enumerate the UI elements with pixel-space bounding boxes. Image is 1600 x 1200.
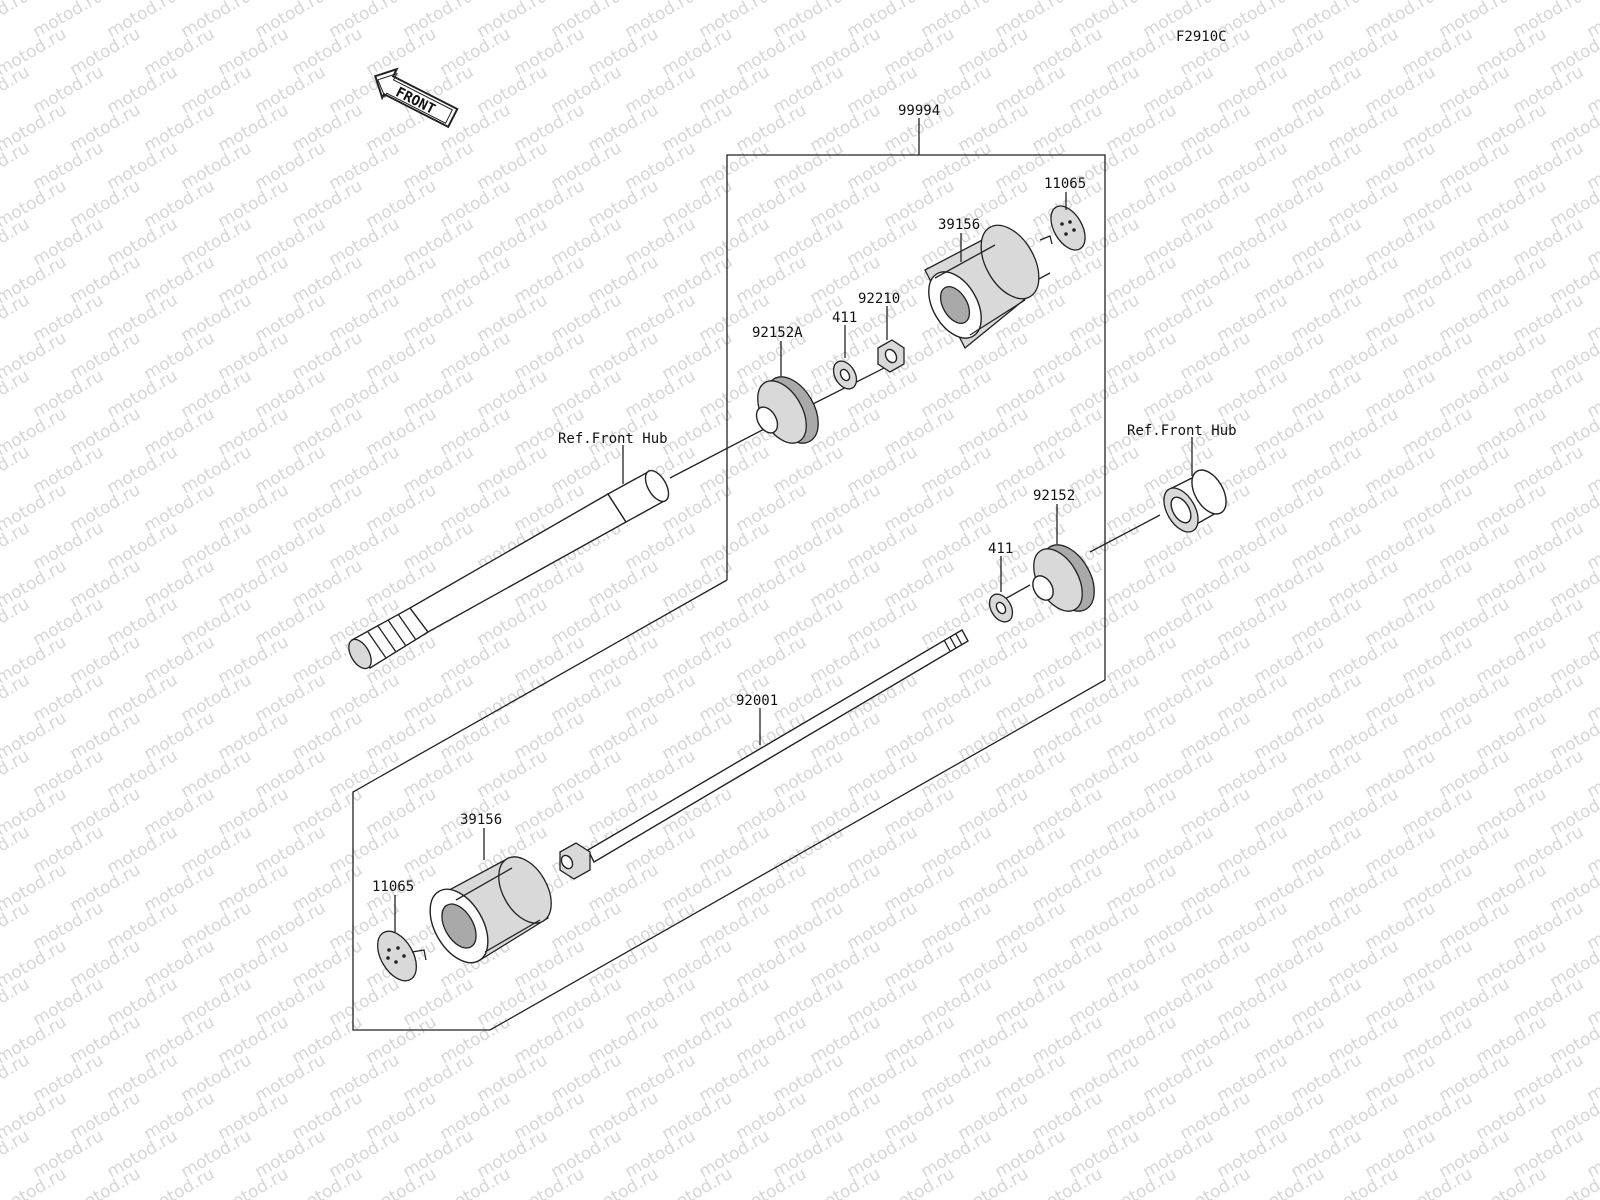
slider-bottom: [429, 856, 552, 964]
slider-top: [924, 224, 1040, 350]
axis-line-top: [669, 425, 771, 479]
label-spacer-top: 92152A: [752, 325, 803, 341]
cap-top: [1039, 205, 1086, 251]
spacer-92152a: [755, 376, 819, 444]
spacer-92152: [1032, 544, 1095, 612]
label-bolt: 92001: [736, 693, 778, 709]
label-nut: 92210: [858, 291, 900, 307]
label-assembly: 99994: [898, 103, 940, 119]
axis-line-bottom: [1089, 514, 1161, 553]
label-cap-top: 11065: [1044, 176, 1086, 192]
front-axle: [348, 469, 670, 670]
hub-collar: [1163, 469, 1227, 533]
bolt-92001: [559, 629, 969, 880]
label-spacer-bottom: 92152: [1033, 488, 1075, 504]
nut-92210: [877, 339, 905, 373]
label-cap-bottom: 11065: [372, 879, 414, 895]
washer-bottom: [988, 593, 1014, 623]
assembly-bracket: [352, 154, 1106, 1031]
washer-top: [832, 360, 858, 390]
label-slider-top: 39156: [938, 217, 980, 233]
label-ref-hub-left: Ref.Front Hub: [558, 431, 668, 447]
label-washer-top: 411: [832, 310, 857, 326]
axis-line-bottom2: [1002, 584, 1031, 601]
label-washer-bottom: 411: [988, 541, 1013, 557]
label-ref-hub-right: Ref.Front Hub: [1127, 423, 1237, 439]
front-arrow-icon: FRONT: [373, 67, 459, 129]
drawing-code: F2910C: [1176, 29, 1227, 45]
cap-bottom: [377, 930, 427, 982]
label-slider-bottom: 39156: [460, 812, 502, 828]
